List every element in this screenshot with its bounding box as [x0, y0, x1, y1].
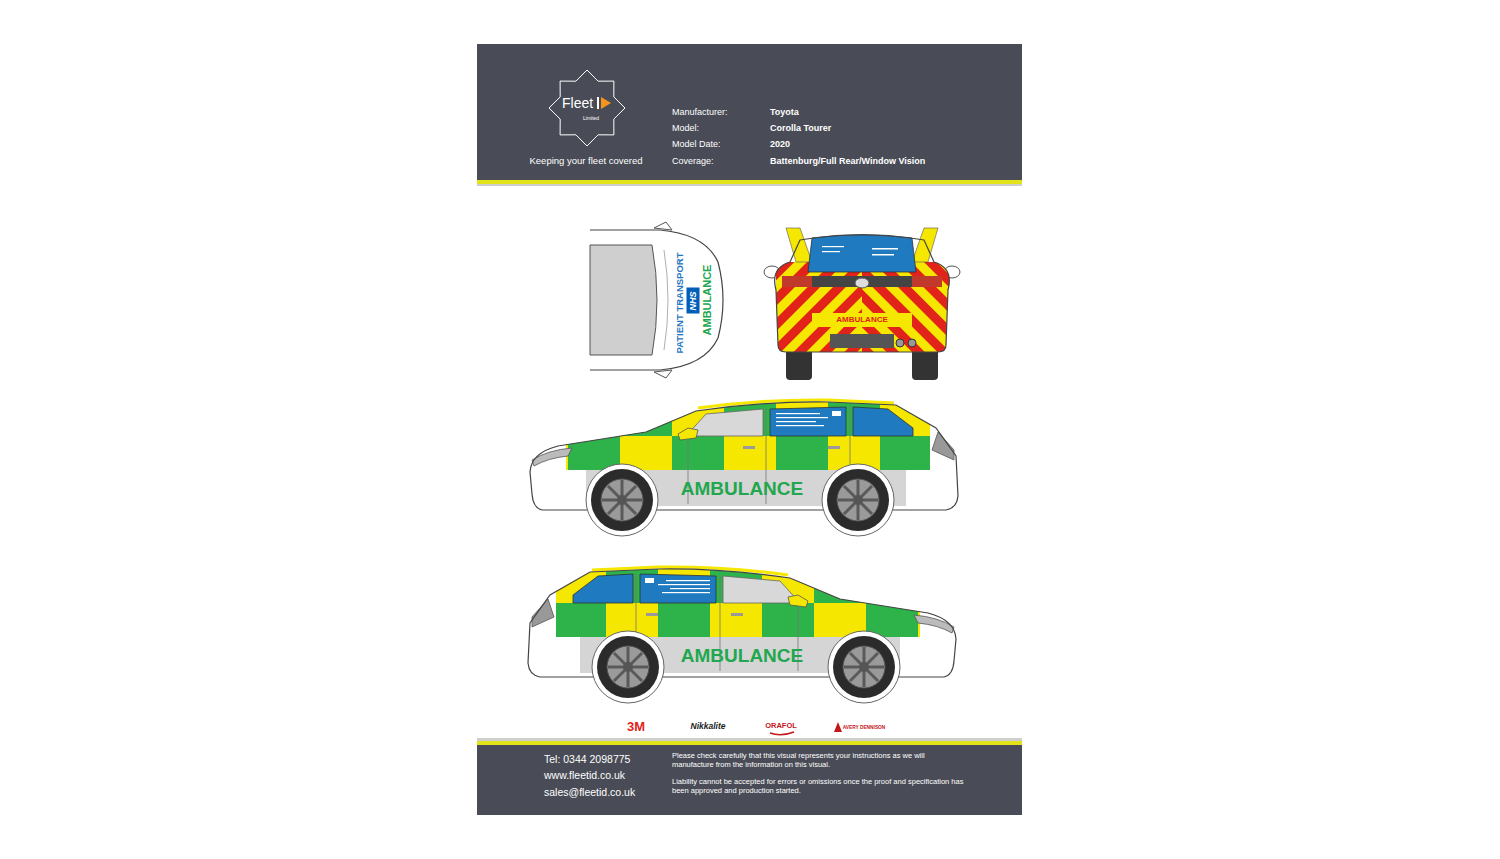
- header-panel: [477, 184, 1022, 186]
- hood-text: AMBULANCE: [701, 265, 714, 336]
- supplier-logo: AVERY DENNISON: [843, 725, 886, 731]
- car-rear-view: [822, 246, 844, 247]
- header-panel: [477, 44, 1022, 180]
- logo-star: [597, 97, 599, 109]
- footer-panel: [477, 741, 1022, 745]
- supplier-logo: Nikkalite: [691, 722, 726, 732]
- side-text: AMBULANCE: [681, 645, 803, 667]
- car-top-view: [654, 222, 672, 378]
- field-value: Battenburg/Full Rear/Window Vision: [770, 156, 925, 166]
- car-rear-view: [855, 278, 869, 288]
- car-top-view: [590, 230, 723, 370]
- supplier-logo: 3M: [627, 720, 645, 735]
- nhs-logo-box: NHS: [687, 287, 700, 313]
- footer-panel: [477, 738, 1022, 741]
- nhs-logo-text: NHS: [688, 290, 698, 310]
- supplier-logo: ORAFOL: [765, 722, 797, 731]
- logo-star: [549, 70, 625, 146]
- rear-text: AMBULANCE: [836, 315, 888, 324]
- car-rear-view: [808, 235, 916, 273]
- supplier-logo-marks: [770, 732, 794, 735]
- header-panel: FleetLimitedKeeping your fleet covered Ma…: [477, 44, 1022, 180]
- car-rear-view: [812, 313, 912, 327]
- field-label: Manufacturer:: [672, 107, 728, 117]
- header-panel: [477, 180, 1022, 184]
- car-rear-view: [822, 251, 840, 252]
- car-rear-view: [896, 339, 904, 347]
- logo-star: [549, 70, 625, 146]
- car-left-side: [530, 398, 958, 536]
- logo-wordmark: Fleet: [562, 95, 593, 111]
- car-top-view: [664, 250, 668, 350]
- footer-panel: Tel: 0344 2098775 www.fleetid.co.uk sales@…: [477, 745, 1022, 815]
- supplier-logo-marks: [834, 722, 842, 732]
- footer-panel: [477, 738, 1022, 815]
- car-rear-view: [764, 228, 960, 380]
- side-text: AMBULANCE: [681, 478, 803, 500]
- contact-phone: Tel: 0344 2098775: [544, 753, 630, 765]
- car-rear-view: [776, 262, 950, 354]
- disclaimer: Please check carefully that this visual …: [672, 752, 964, 769]
- car-rear-view: [775, 235, 950, 352]
- car-rear-view: [912, 276, 942, 287]
- field-label: Model:: [672, 123, 699, 133]
- logo-star: [601, 97, 611, 109]
- car-rear-view: [872, 248, 898, 250]
- header-panel: [477, 44, 1022, 186]
- field-value: 2020: [770, 139, 790, 149]
- car-top-view: [590, 245, 657, 355]
- contact-web: www.fleetid.co.uk: [544, 769, 625, 781]
- car-right-side: [528, 565, 956, 703]
- car-rear-view: [782, 276, 942, 287]
- hood-text: PATIENT TRANSPORT: [675, 253, 686, 354]
- field-value: Toyota: [770, 107, 799, 117]
- car-rear-view: [908, 339, 916, 347]
- car-top-view: [590, 222, 723, 378]
- field-value: Corolla Tourer: [770, 123, 831, 133]
- disclaimer: Liability cannot be accepted for errors …: [672, 778, 964, 795]
- field-label: Coverage:: [672, 156, 714, 166]
- logo-subtitle: Limited: [583, 116, 599, 122]
- tagline: Keeping your fleet covered: [529, 156, 642, 167]
- car-rear-view: [830, 334, 894, 348]
- car-rear-view: [872, 254, 894, 256]
- contact-email: sales@fleetid.co.uk: [544, 786, 635, 798]
- footer-panel: [477, 745, 1022, 815]
- field-label: Model Date:: [672, 139, 721, 149]
- car-rear-view: [782, 276, 812, 287]
